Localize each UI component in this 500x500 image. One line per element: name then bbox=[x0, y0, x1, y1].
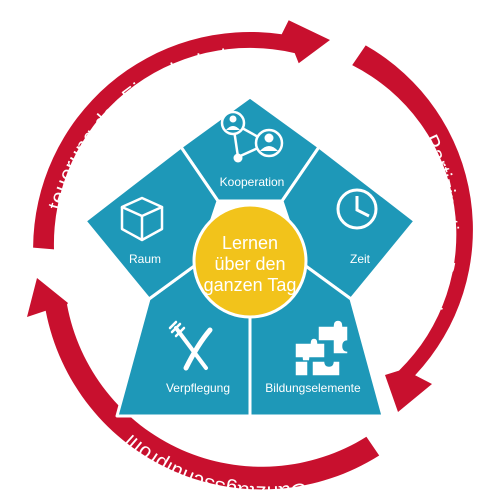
center-circle bbox=[192, 203, 308, 319]
segment-label-verpflegung: Verpflegung bbox=[166, 381, 230, 395]
clock-icon bbox=[336, 188, 378, 230]
segment-raum bbox=[83, 145, 220, 301]
puzzle-icon bbox=[294, 319, 349, 377]
center-line-1: Lernen bbox=[222, 233, 278, 253]
segment-label-kooperation: Kooperation bbox=[220, 175, 285, 189]
fork-knife-icon bbox=[168, 320, 213, 371]
center-line-3: ganzen Tag bbox=[204, 275, 297, 295]
center-line-2: über den bbox=[214, 254, 285, 274]
segment-label-bildungselemente: Bildungselemente bbox=[265, 381, 361, 395]
people-network-icon bbox=[220, 110, 284, 163]
segment-label-zeit: Zeit bbox=[350, 252, 371, 266]
cube-icon bbox=[120, 196, 164, 242]
cycle-arrow-2 bbox=[352, 45, 473, 413]
cycle-arrow-1 bbox=[33, 20, 330, 250]
cycle-arrow-3 bbox=[27, 278, 380, 490]
segment-label-raum: Raum bbox=[129, 252, 161, 266]
segment-kooperation bbox=[179, 95, 321, 203]
cycle-arrows bbox=[27, 20, 473, 490]
